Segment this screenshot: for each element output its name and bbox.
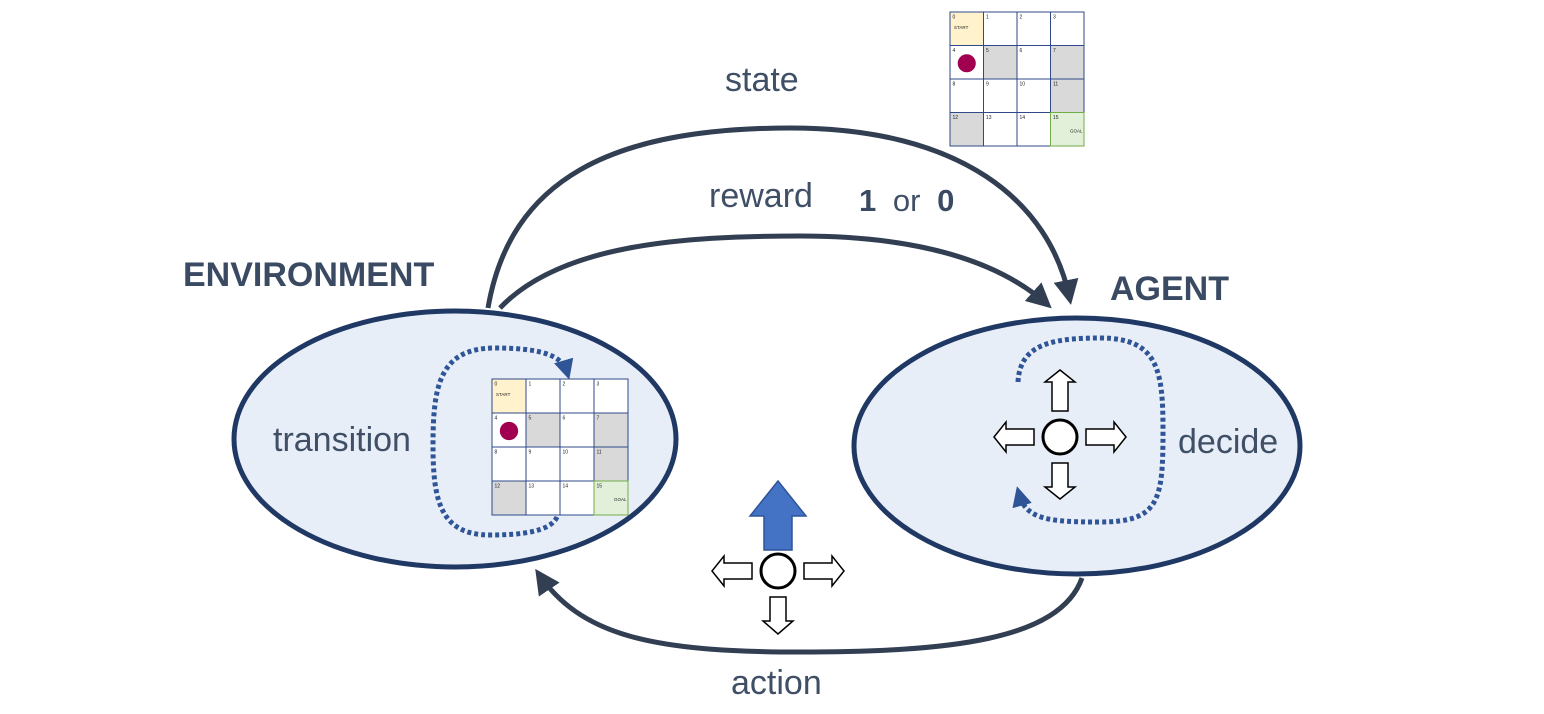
decide-label: decide <box>1178 423 1278 461</box>
grid-cell-number: 1 <box>986 15 989 21</box>
grid-cell-number: 1 <box>529 382 532 388</box>
goal-tag: GOAL <box>1070 129 1083 134</box>
grid-cell-number: 8 <box>495 450 498 456</box>
grid-cell-number: 11 <box>597 450 602 456</box>
grid-cell-number: 4 <box>953 48 956 54</box>
grid-cell-number: 15 <box>597 484 603 490</box>
grid-cell <box>491 378 527 414</box>
grid-cell-number: 7 <box>597 416 600 422</box>
grid-cell-number: 12 <box>953 115 959 121</box>
grid-cell-number: 7 <box>1053 48 1056 54</box>
right-arrow-icon <box>1085 419 1127 455</box>
grid-cell-number: 2 <box>563 382 566 388</box>
grid-cell-number: 15 <box>1053 115 1059 121</box>
grid-cell <box>1016 78 1051 113</box>
start-tag: START <box>496 392 511 397</box>
grid-cell <box>949 112 984 147</box>
grid-cell <box>491 480 527 516</box>
grid-cell-number: 10 <box>563 450 569 456</box>
agent-action-options <box>993 369 1127 500</box>
agent-center-circle <box>1041 418 1079 456</box>
grid-cell-number: 9 <box>529 450 532 456</box>
agent-position-dot <box>957 54 976 73</box>
grid-cell-number: 10 <box>1020 82 1026 88</box>
action-arrow <box>535 568 1085 655</box>
environment-title: ENVIRONMENT <box>183 256 434 294</box>
agent-position-dot <box>499 421 519 441</box>
grid-cell <box>1016 11 1051 46</box>
grid-cell <box>593 480 629 516</box>
up-arrow-selected-icon <box>748 479 808 551</box>
grid-cell-number: 5 <box>986 48 989 54</box>
reward-value: 1 or 0 <box>859 183 954 218</box>
agent-ellipse <box>851 315 1303 577</box>
transition-loop-arrow <box>430 345 574 538</box>
grid-cell <box>559 378 595 414</box>
right-arrow-icon <box>803 553 845 589</box>
goal-tag: GOAL <box>614 497 627 502</box>
grid-cell-number: 11 <box>1053 82 1058 88</box>
reward-arrow <box>498 233 1052 310</box>
grid-cell-number: 3 <box>1053 15 1056 21</box>
grid-cell <box>1050 45 1085 80</box>
agent-title: AGENT <box>1110 270 1229 308</box>
grid-cell-number: 13 <box>529 484 535 490</box>
grid-cell-number: 4 <box>495 416 498 422</box>
left-arrow-icon <box>993 419 1035 455</box>
grid-cell-number: 12 <box>495 484 501 490</box>
grid-cell-number: 0 <box>953 15 956 21</box>
reward-value-zero: 0 <box>937 183 954 218</box>
grid-cell <box>593 446 629 482</box>
grid-cell-number: 5 <box>529 416 532 422</box>
grid-cell-number: 14 <box>1020 115 1026 121</box>
grid-cell <box>1050 78 1085 113</box>
reward-label: reward <box>709 177 813 215</box>
left-arrow-icon <box>711 553 753 589</box>
grid-cell <box>983 45 1018 80</box>
grid-cell-number: 9 <box>986 82 989 88</box>
grid-cell-number: 3 <box>597 382 600 388</box>
state-label: state <box>725 61 799 99</box>
grid-cell-number: 14 <box>563 484 569 490</box>
grid-cell-number: 6 <box>1020 48 1023 54</box>
grid-cell <box>1050 112 1085 147</box>
down-arrow-icon <box>1042 462 1078 500</box>
grid-cell <box>983 112 1018 147</box>
grid-cell-number: 13 <box>986 115 992 121</box>
start-tag: START <box>954 25 969 30</box>
action-label: action <box>731 664 822 702</box>
up-arrow-icon <box>1042 369 1078 412</box>
grid-cell-number: 0 <box>495 382 498 388</box>
grid-cell <box>525 480 561 516</box>
reward-value-one: 1 <box>859 183 876 218</box>
action-center-circle <box>759 552 797 590</box>
grid-cell-number: 6 <box>563 416 566 422</box>
chosen-action <box>711 479 845 635</box>
reward-value-or: or <box>893 183 921 218</box>
decide-loop-arrow <box>1012 335 1166 525</box>
grid-cell <box>559 412 595 448</box>
down-arrow-icon <box>760 596 796 635</box>
grid-cell-number: 2 <box>1020 15 1023 21</box>
grid-cell <box>983 11 1018 46</box>
state-arrow <box>485 125 1079 309</box>
grid-cell-number: 8 <box>953 82 956 88</box>
transition-label: transition <box>273 421 411 459</box>
